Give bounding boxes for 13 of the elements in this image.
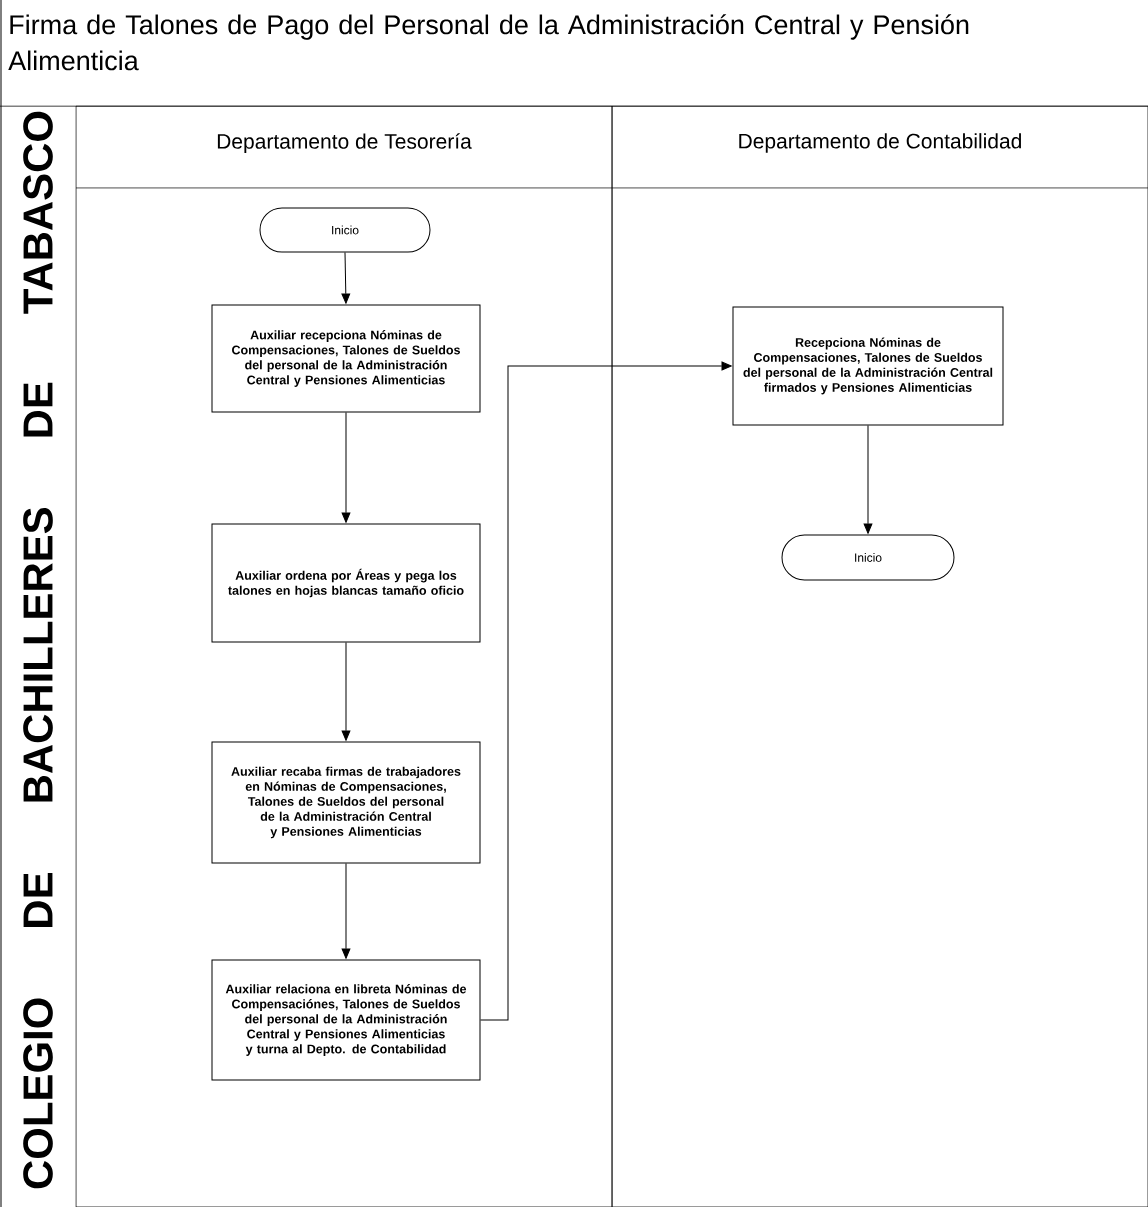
arrow — [341, 863, 351, 959]
arrow — [341, 642, 351, 741]
arrow — [863, 425, 873, 534]
process-box: Auxiliar ordena por Áreas y pega los talones en hojas blancas tamaño oficio — [211, 523, 481, 643]
process-box: Auxiliar recaba firmas de trabajadores en Nóminas de Compensaciones, Talones de Sueldos del personal de la Administración Central y Pensiones Alimenticias — [211, 741, 481, 864]
process-box: Auxiliar relaciona en libreta Nóminas de Compensaciónes, Talones de Sueldos del personal de la Administración Central y Pensiones Alimenticias y turna al Depto. de Contabilidad — [211, 959, 481, 1081]
process-box: Auxiliar recepciona Nóminas de Compensaciones, Talones de Sueldos del personal de la Administración Central y Pensiones Alimenticias — [211, 304, 481, 413]
title: Firma de Talones de Pago del Personal de la Administración Central y Pensión Alimenticia — [8, 14, 969, 71]
process-box: Recepciona Nóminas de Compensaciones, Talones de Sueldos del personal de la Administración Central firmados y Pensiones Alimenticias — [732, 306, 1004, 426]
arrow — [480, 361, 732, 1021]
vertical-label: COLEGIO DE BACHILLERES DE TABASCO — [23, 111, 53, 1189]
arrow — [341, 252, 351, 304]
arrow — [341, 412, 351, 523]
